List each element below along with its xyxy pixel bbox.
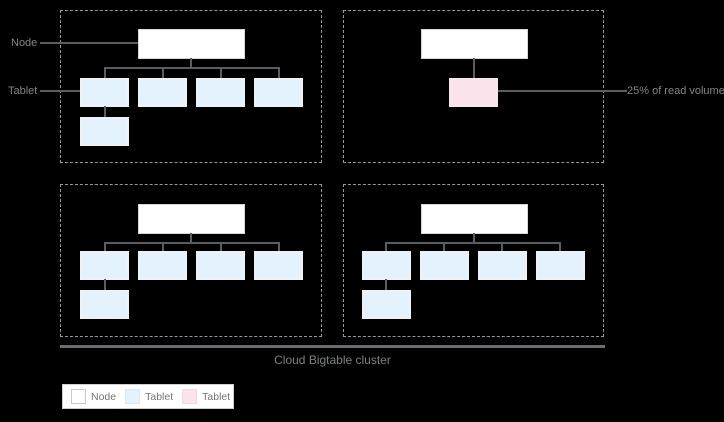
connector-line — [104, 279, 106, 291]
cluster-caption: Cloud Bigtable cluster — [274, 353, 391, 367]
tablet-box — [362, 251, 411, 280]
node-zone-4 — [343, 184, 604, 337]
connector-line — [220, 242, 222, 252]
connector-line — [104, 242, 280, 244]
tablet-callout-label: Tablet — [8, 85, 38, 97]
tablet-box — [420, 251, 469, 280]
tablet-box — [478, 251, 527, 280]
connector-line — [278, 67, 280, 79]
connector-line — [501, 242, 503, 252]
tablet-box — [80, 290, 129, 319]
connector-line — [162, 67, 164, 79]
read-volume-callout-line — [498, 90, 627, 92]
tablet-callout-line — [40, 90, 80, 92]
tablet-box — [80, 78, 129, 107]
hot-tablet-box — [449, 78, 498, 107]
connector-line — [220, 67, 222, 79]
legend-tablet-label: Tablet — [145, 390, 174, 403]
node-callout-line — [40, 42, 138, 44]
tablet-box — [362, 290, 411, 319]
tablet-box — [254, 251, 303, 280]
tablet-box — [196, 251, 245, 280]
connector-line — [162, 242, 164, 252]
tablet-box — [536, 251, 585, 280]
node-box-1 — [138, 29, 245, 59]
connector-line — [104, 106, 106, 118]
tablet-box — [254, 78, 303, 107]
node-zone-1 — [60, 10, 322, 163]
node-callout-label: Node — [11, 37, 38, 49]
tablet-box — [80, 251, 129, 280]
connector-line — [473, 233, 475, 243]
legend-node-label: Node — [91, 390, 117, 403]
legend: Node Tablet Tablet — [62, 384, 234, 409]
connector-line — [190, 233, 192, 243]
tablet-box — [138, 251, 187, 280]
connector-line — [104, 67, 280, 69]
node-zone-3 — [60, 184, 322, 337]
node-zone-2 — [343, 10, 604, 163]
connector-line — [104, 242, 106, 252]
legend-tablet-swatch — [125, 389, 141, 404]
tablet-box — [138, 78, 187, 107]
tablet-box — [196, 78, 245, 107]
legend-hot-tablet-swatch — [182, 389, 198, 404]
node-box-4 — [421, 204, 528, 234]
legend-hot-tablet-label: Tablet — [202, 390, 231, 403]
connector-line — [443, 242, 445, 252]
connector-line — [473, 58, 475, 79]
node-box-3 — [138, 204, 245, 234]
cluster-divider-line — [60, 345, 605, 348]
connector-line — [385, 242, 561, 244]
connector-line — [104, 67, 106, 79]
legend-node-swatch — [71, 389, 86, 404]
connector-line — [385, 242, 387, 252]
read-volume-callout-label: 25% of read volume — [627, 85, 724, 97]
connector-line — [278, 242, 280, 252]
connector-line — [190, 58, 192, 68]
node-box-2 — [421, 29, 528, 59]
connector-line — [385, 279, 387, 291]
tablet-box — [80, 117, 129, 146]
connector-line — [559, 242, 561, 252]
